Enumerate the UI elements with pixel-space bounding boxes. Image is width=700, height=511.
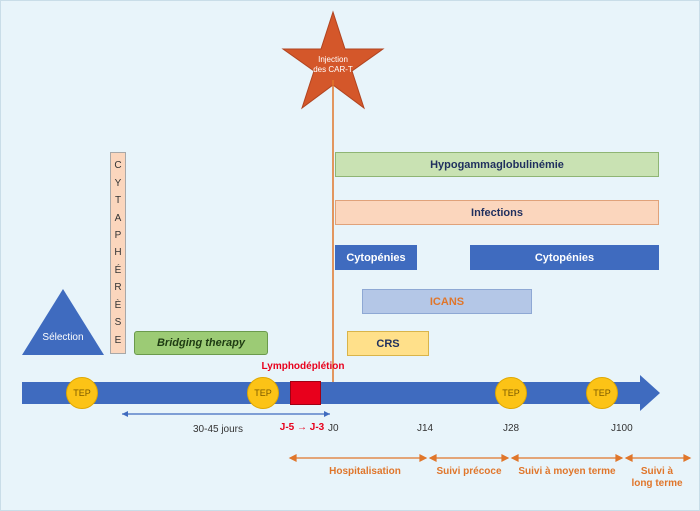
- tep-label: TEP: [502, 388, 520, 398]
- tep-label: TEP: [254, 388, 272, 398]
- cytopenies-label-late: Cytopénies: [534, 251, 595, 264]
- cyta-letter: P: [114, 230, 122, 242]
- phase-suivi-long-terme: Suivi à long terme: [624, 466, 690, 490]
- crs-label: CRS: [376, 337, 400, 350]
- tep-marker: TEP: [495, 377, 527, 409]
- phase-suivi-precoce: Suivi précoce: [436, 466, 502, 477]
- phase-hospitalisation: Hospitalisation: [329, 466, 401, 477]
- cyta-letter: H: [114, 247, 122, 259]
- tep-marker: TEP: [66, 377, 98, 409]
- tick-j0: J0: [328, 423, 339, 434]
- cyta-letter: T: [114, 195, 122, 207]
- tep-label: TEP: [593, 388, 611, 398]
- cyta-letter: S: [114, 317, 122, 329]
- tep-label: TEP: [73, 388, 91, 398]
- selection-triangle: [22, 289, 104, 355]
- cyta-letter: Y: [114, 177, 122, 189]
- crs-bar: CRS: [347, 331, 429, 356]
- cytopenies-label-early: Cytopénies: [346, 251, 406, 264]
- star-label-line2: des CAR-T: [313, 65, 353, 74]
- icans-label: ICANS: [429, 295, 465, 308]
- selection-label: Sélection: [42, 332, 84, 343]
- phase-suivi-long-line2: long terme: [631, 478, 683, 489]
- bridging-therapy-label: Bridging therapy: [156, 337, 245, 349]
- cyta-letter: A: [114, 212, 122, 224]
- cyta-letter: É: [114, 264, 122, 276]
- bridging-therapy-bar: Bridging therapy: [134, 331, 268, 355]
- icans-bar: ICANS: [362, 289, 532, 314]
- tep-marker: TEP: [247, 377, 279, 409]
- tick-j14: J14: [417, 423, 434, 434]
- cyta-letter: È: [114, 299, 122, 311]
- cyta-letter: R: [114, 282, 122, 294]
- lymphodepletion-label: Lymphodéplétion: [261, 361, 345, 372]
- phase-suivi-long-line1: Suivi à: [640, 466, 674, 477]
- cytopenies-bar-late: Cytopénies: [470, 245, 659, 270]
- tick-j100: J100: [611, 423, 633, 434]
- star-label: Injection des CAR-T: [303, 55, 363, 75]
- hypogamma-bar: Hypogammaglobulinémie: [335, 152, 659, 177]
- cyta-letter: E: [114, 334, 122, 346]
- tick-j28: J28: [503, 423, 520, 434]
- infections-label: Infections: [471, 206, 523, 219]
- cytopenies-bar-early: Cytopénies: [335, 245, 417, 270]
- star-label-line1: Injection: [318, 55, 348, 64]
- hypogamma-label: Hypogammaglobulinémie: [430, 158, 564, 171]
- duration-label: 30-45 jours: [192, 424, 244, 435]
- cytapherese-box: C Y T A P H É R È S E: [110, 152, 126, 354]
- day-range-label: J-5 → J-3: [279, 422, 325, 433]
- cyta-letter: C: [114, 160, 122, 172]
- phase-arrows: [288, 454, 692, 462]
- tep-marker: TEP: [586, 377, 618, 409]
- timeline-arrow: [22, 375, 660, 411]
- phase-suivi-moyen-terme: Suivi à moyen terme: [518, 466, 616, 477]
- infections-bar: Infections: [335, 200, 659, 225]
- lymphodepletion-block: [290, 381, 321, 405]
